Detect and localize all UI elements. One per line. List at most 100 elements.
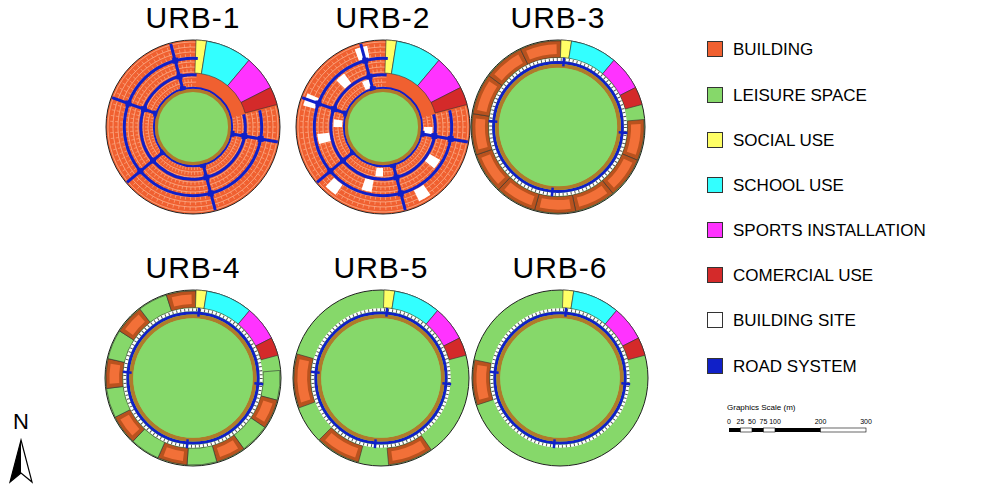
road-junction [315, 100, 321, 106]
road-junction [208, 190, 214, 196]
road-junction [172, 58, 178, 64]
plan-title: URB-6 [470, 250, 650, 286]
commercial-area [431, 88, 467, 114]
legend-swatch [707, 132, 723, 148]
house-divider [362, 166, 373, 210]
house-divider [233, 115, 278, 121]
inner-road [344, 88, 422, 166]
building-core [109, 364, 120, 384]
house-divider [178, 166, 186, 211]
plan-title: URB-4 [103, 250, 283, 286]
house-divider [322, 68, 355, 99]
legend-swatch [707, 267, 723, 283]
ring-road [314, 58, 451, 195]
ring-road [124, 58, 261, 195]
plan-drawing [469, 38, 647, 216]
road-verge [497, 66, 619, 188]
access-road [311, 371, 320, 374]
building-core [217, 440, 238, 457]
road-junction [137, 168, 143, 174]
open-plot [361, 178, 373, 192]
building-core [475, 119, 487, 150]
legend-swatch [707, 358, 723, 374]
building-area [106, 40, 280, 214]
building-core [163, 447, 184, 461]
road-junction [431, 133, 437, 139]
legend-text: SCHOOL USE [733, 176, 844, 196]
road-junction [125, 100, 131, 106]
access-road [254, 382, 263, 385]
building-block [106, 359, 124, 389]
access-road [562, 58, 565, 67]
legend-text: COMERCIAL USE [733, 266, 873, 286]
building-site [125, 310, 261, 446]
house-divider [184, 42, 189, 87]
open-plot [317, 133, 331, 144]
house-divider [109, 115, 154, 121]
radial-road [421, 134, 468, 142]
house-divider [108, 121, 153, 124]
house-divider [110, 135, 154, 144]
radial-road [231, 134, 278, 142]
access-road [490, 371, 499, 374]
road-junction [362, 58, 368, 64]
building-core [526, 44, 557, 59]
road-junction [141, 106, 147, 112]
house-divider [118, 87, 158, 108]
urb-plan: URB-2 [294, 0, 472, 216]
access-road [551, 188, 554, 197]
house-divider [132, 68, 165, 99]
central-park [500, 318, 620, 438]
road-verge [131, 316, 254, 439]
house-divider [298, 130, 343, 133]
house-divider [233, 127, 278, 128]
road-junction [331, 106, 337, 112]
road-verge [319, 316, 442, 439]
building-area [296, 40, 470, 214]
leisure-space [105, 290, 281, 466]
house-row [298, 42, 468, 212]
building-core [476, 365, 488, 400]
plan-title: URB-5 [291, 250, 471, 286]
leisure-space [346, 90, 419, 163]
building-block [535, 194, 576, 213]
building-core [297, 359, 310, 402]
access-road [442, 382, 451, 385]
radial-road [302, 98, 347, 114]
ring-road [141, 75, 245, 179]
legend-text: SOCIAL USE [733, 131, 834, 151]
access-road [489, 120, 498, 123]
scale-segment [729, 428, 741, 432]
plan-drawing [104, 38, 282, 216]
radial-road [393, 164, 405, 210]
access-road [553, 439, 556, 448]
north-arrow-fill [10, 440, 21, 482]
scale-number: 25 [737, 417, 745, 426]
house-divider [156, 50, 176, 91]
green-plot [261, 370, 280, 400]
legend-swatch [707, 87, 723, 103]
house-divider [172, 166, 183, 210]
road-verge [498, 316, 621, 439]
leisure-space [472, 290, 648, 466]
road-junction [176, 74, 182, 80]
radial-road [171, 44, 183, 90]
house-divider [387, 167, 392, 212]
plan-title: URB-3 [469, 0, 647, 36]
urb-plan: URB-4 [103, 250, 283, 468]
road-junction [448, 136, 454, 142]
building-core [256, 401, 273, 422]
road-junction [366, 74, 372, 80]
house-row [333, 77, 433, 177]
access-road [385, 308, 388, 317]
leisure-space [156, 90, 229, 163]
road-junction [150, 158, 156, 164]
scale-segment [775, 428, 821, 432]
access-road [621, 382, 630, 385]
urb-plan: URB-5 [291, 250, 471, 468]
road-junction [327, 168, 333, 174]
open-plot [333, 119, 342, 127]
scale-number: 50 [748, 417, 756, 426]
legend-swatch [707, 222, 723, 238]
